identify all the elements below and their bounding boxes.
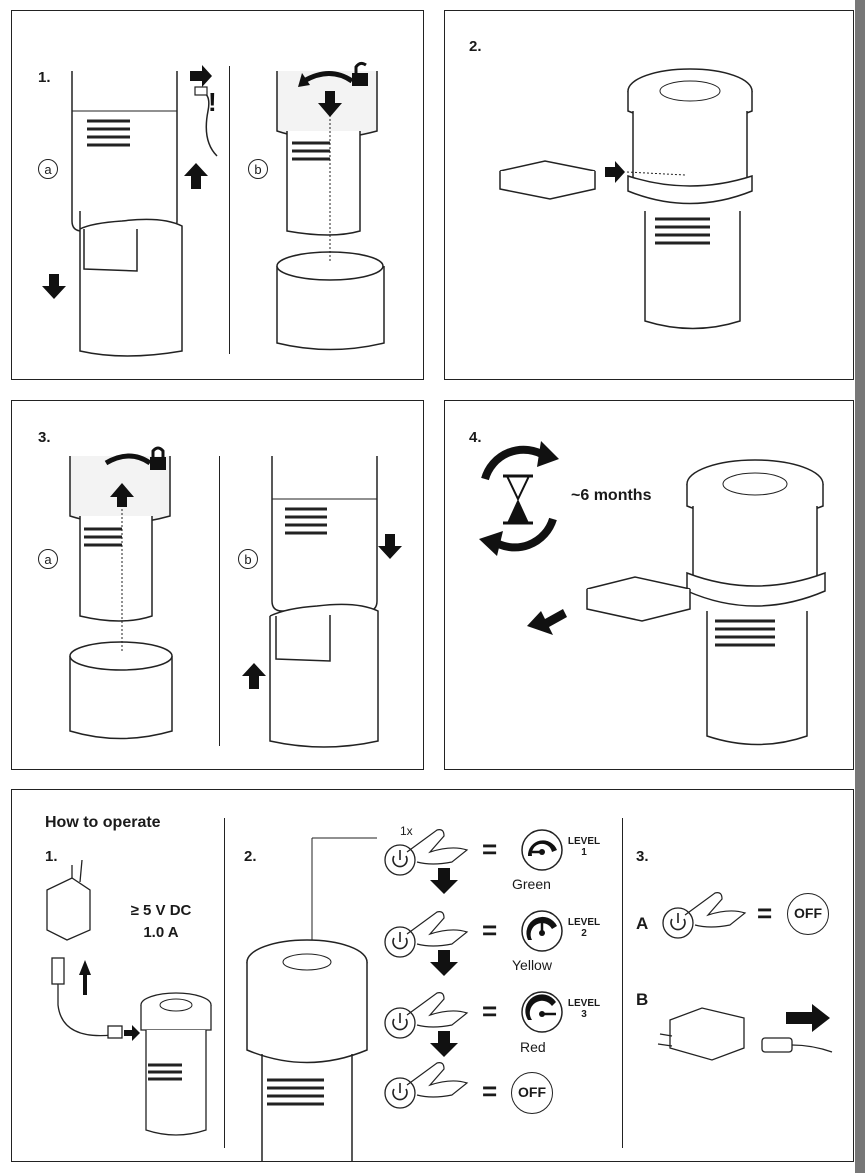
power-adapter-illustration — [46, 859, 212, 1136]
step-number: 3. — [636, 848, 649, 865]
divider — [219, 456, 220, 746]
divider — [229, 66, 230, 354]
svg-text:!: ! — [208, 87, 217, 117]
panel-how-to-operate: How to operate 1. ≥ 5 V DC 1.0 A 2. — [11, 789, 854, 1162]
lock-icon — [150, 446, 166, 470]
divider — [224, 818, 225, 1148]
equals-sign: = — [482, 915, 498, 945]
step-number: 3. — [38, 429, 51, 446]
sub-label-a: a — [38, 159, 58, 179]
arrow-down-icon — [430, 868, 458, 1057]
equals-sign: = — [757, 898, 773, 928]
level-3-label: LEVEL 3 — [567, 998, 601, 1020]
color-green-label: Green — [512, 876, 551, 892]
arrow-down-icon — [42, 274, 66, 299]
spec-current: 1.0 A — [143, 924, 179, 941]
device-illustration-a: ! — [42, 65, 218, 357]
sub-label-a: a — [38, 549, 58, 569]
page-edge — [855, 0, 865, 1173]
spec-voltage: ≥ 5 V DC — [130, 902, 192, 919]
button-press-sequence — [384, 829, 563, 1109]
press-count: 1x — [400, 824, 413, 838]
power-button-icon — [384, 844, 416, 1109]
arrow-down-left-icon — [527, 609, 567, 635]
arrow-right-icon — [190, 65, 212, 87]
arrow-right-icon — [605, 161, 625, 183]
equals-sign: = — [482, 996, 498, 1026]
filter-remove-illustration — [527, 459, 826, 746]
equals-sign: = — [482, 834, 498, 864]
option-b-label: B — [636, 990, 649, 1009]
arrow-right-icon — [786, 1004, 830, 1032]
level-1-label: LEVEL 1 — [567, 836, 601, 858]
device-illustration-b — [276, 61, 385, 351]
option-a-label: A — [636, 914, 649, 933]
sub-label-b: b — [248, 159, 268, 179]
section-title: How to operate — [45, 814, 161, 831]
off-badge: OFF — [787, 893, 829, 935]
speed-gauge-icon — [521, 829, 563, 1033]
arrow-up-icon — [184, 163, 208, 189]
step-number: 2. — [244, 848, 257, 865]
off-badge: OFF — [511, 1072, 553, 1114]
step-number: 2. — [469, 38, 482, 55]
arrow-right-icon — [124, 1025, 140, 1041]
arrow-up-icon — [110, 483, 134, 507]
step-number: 1. — [38, 69, 51, 86]
step-number: 4. — [469, 429, 482, 446]
device-illustration-b — [242, 456, 402, 748]
replace-interval: ~6 months — [571, 487, 652, 504]
arrow-up-icon — [79, 960, 91, 995]
unplug-adapter-icon — [657, 1007, 833, 1061]
rotate-icon — [104, 453, 152, 466]
device-illustration-a — [69, 446, 173, 740]
panel-step-4: 4. ~6 months — [444, 400, 854, 770]
power-off-illustration — [657, 892, 833, 1061]
unlock-icon — [352, 61, 368, 86]
finger-icon — [406, 829, 469, 1098]
panel-step-2: 2. — [444, 10, 854, 380]
equals-sign: = — [482, 1076, 498, 1106]
filter-insert-illustration — [499, 68, 753, 330]
color-red-label: Red — [520, 1039, 546, 1055]
arrow-up-icon — [242, 663, 266, 689]
arrow-down-icon — [378, 534, 402, 559]
arrow-down-icon — [318, 91, 342, 117]
panel-step-3: 3. a b — [11, 400, 424, 770]
device-top-illustration — [246, 837, 377, 1162]
panel-step-1: 1. a b ! — [11, 10, 424, 380]
hourglass-cycle-icon — [479, 441, 559, 556]
level-2-label: LEVEL 2 — [567, 917, 601, 939]
step-number: 1. — [45, 848, 58, 865]
color-yellow-label: Yellow — [512, 957, 552, 973]
rotate-icon — [302, 71, 354, 84]
sub-label-b: b — [238, 549, 258, 569]
divider — [622, 818, 623, 1148]
